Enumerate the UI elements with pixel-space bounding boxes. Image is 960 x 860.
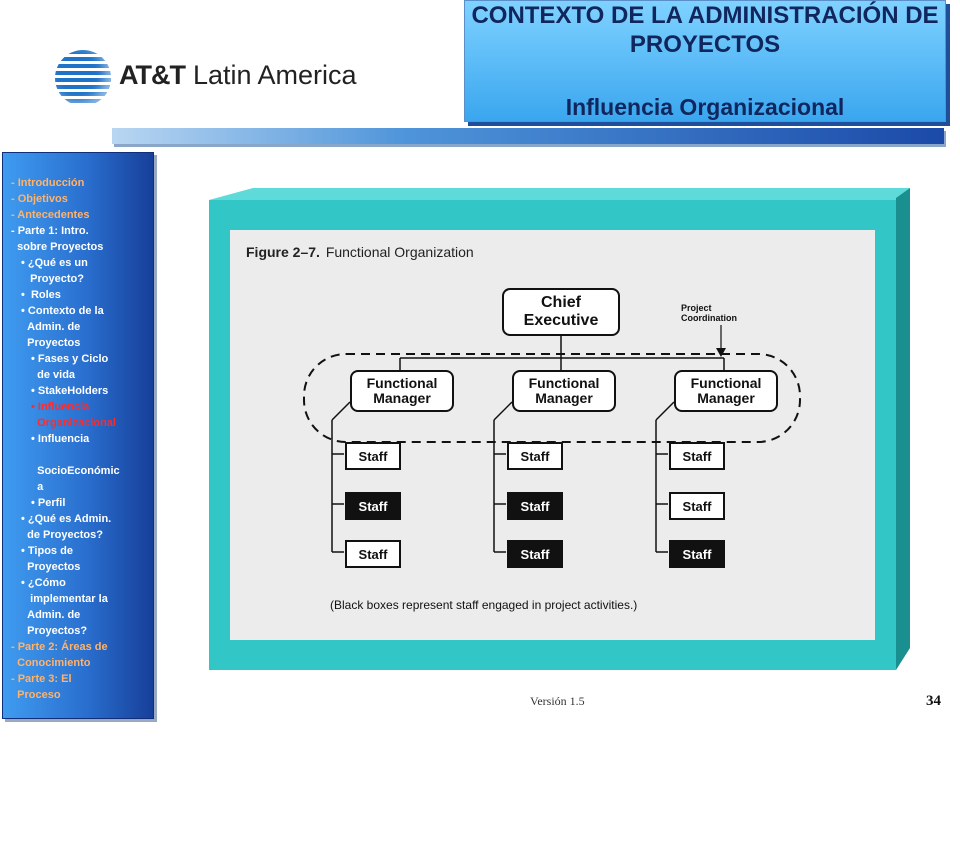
figure-title: Figure 2–7. Functional Organization xyxy=(246,244,474,260)
sidebar-item[interactable]: • ¿Qué es Admin. de Proyectos? xyxy=(21,513,112,541)
slide-subtitle: Influencia Organizacional xyxy=(565,94,845,120)
sidebar-item[interactable]: • Perfil xyxy=(31,497,66,509)
version-label: Versión 1.5 xyxy=(530,694,585,708)
logo-brand: AT&T xyxy=(119,60,186,90)
globe-icon xyxy=(55,50,111,106)
sidebar-item[interactable]: • Fases y Ciclo de vida xyxy=(31,353,109,381)
functional-manager-box: Functional Manager xyxy=(512,370,616,412)
figure-credit: Project Management Institute, 1996 xyxy=(700,848,874,860)
figure-note: (Black boxes represent staff engaged in … xyxy=(330,598,638,612)
sidebar-item[interactable]: - Introducción xyxy=(11,177,85,189)
sidebar-item[interactable]: • Influencia SocioEconómic a xyxy=(31,433,120,493)
sidebar-item[interactable]: • Roles xyxy=(21,289,61,301)
staff-box: Staff xyxy=(507,442,563,470)
sidebar-item[interactable]: • ¿Qué es un Proyecto? xyxy=(21,257,88,285)
sidebar-item[interactable]: - Parte 3: El Proceso xyxy=(11,673,72,701)
chief-executive-box: Chief Executive xyxy=(502,288,620,336)
project-coordination-label: Project Coordination xyxy=(681,303,737,323)
staff-box: Staff xyxy=(669,492,725,520)
sidebar-item[interactable]: • StakeHolders xyxy=(31,385,109,397)
staff-box: Staff xyxy=(345,442,401,470)
sidebar-item[interactable]: • ¿Cómo implementar la Admin. de Proyect… xyxy=(21,577,108,637)
sidebar-item[interactable]: • Influencia Organizacional xyxy=(31,401,116,429)
frame-top-edge xyxy=(209,188,910,200)
frame-side-edge xyxy=(896,188,910,670)
figure-paper: Figure 2–7. Functional Organization Chie… xyxy=(230,230,875,640)
slide-title-box: CONTEXTO DE LA ADMINISTRACIÓN DE PROYECT… xyxy=(464,0,946,122)
slide-title: CONTEXTO DE LA ADMINISTRACIÓN DE PROYECT… xyxy=(471,2,939,58)
sidebar-item[interactable]: - Parte 1: Intro. sobre Proyectos xyxy=(11,225,104,253)
staff-box-project: Staff xyxy=(507,492,563,520)
sidebar-nav: - Introducción - Objetivos - Antecedentes -… xyxy=(2,152,154,719)
staff-box: Staff xyxy=(345,540,401,568)
sidebar-item[interactable]: - Parte 2: Áreas de Conocimiento xyxy=(11,641,108,669)
sidebar-item[interactable]: • Contexto de la Admin. de Proyectos xyxy=(21,305,104,349)
functional-manager-box: Functional Manager xyxy=(674,370,778,412)
page-number: 34 xyxy=(926,693,941,709)
figure-label: Figure 2–7. xyxy=(246,244,320,260)
sidebar-menu: - Introducción - Objetivos - Antecedentes -… xyxy=(3,153,153,703)
staff-box-project: Staff xyxy=(345,492,401,520)
functional-manager-box: Functional Manager xyxy=(350,370,454,412)
staff-box-project: Staff xyxy=(507,540,563,568)
sidebar-item[interactable]: - Antecedentes xyxy=(11,209,90,221)
sidebar-item[interactable]: - Objetivos xyxy=(11,193,68,205)
figure-caption: Functional Organization xyxy=(325,244,474,260)
sidebar-item[interactable]: • Tipos de Proyectos xyxy=(21,545,81,573)
staff-box: Staff xyxy=(669,442,725,470)
staff-box-project: Staff xyxy=(669,540,725,568)
header-bar xyxy=(112,128,944,144)
logo-region: Latin America xyxy=(192,60,357,90)
